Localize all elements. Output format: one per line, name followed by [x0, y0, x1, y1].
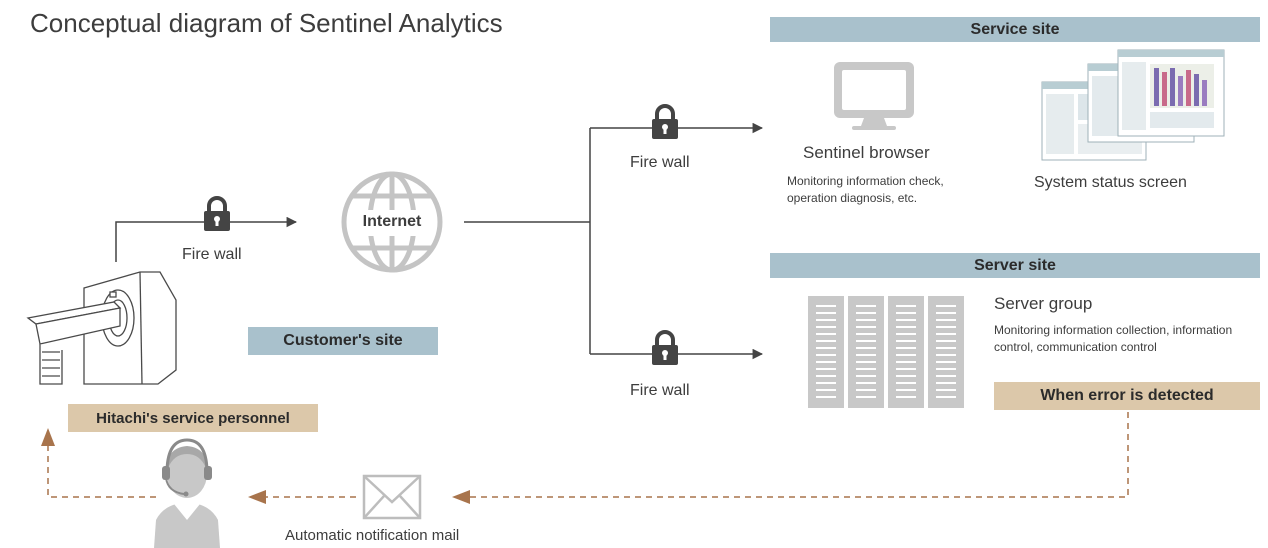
- mri-scanner-icon: [26, 271, 177, 385]
- arrowhead-to-mail: [452, 490, 470, 504]
- sentinel-browser-label: Sentinel browser: [803, 143, 930, 162]
- lock-icon: [652, 330, 678, 365]
- mail-icon: [362, 474, 422, 520]
- service-site-header: Service site: [770, 17, 1260, 42]
- lock-icon: [652, 104, 678, 139]
- service-personnel-badge: Hitachi's service personnel: [68, 404, 318, 432]
- error-detected-badge: When error is detected: [994, 382, 1260, 410]
- automatic-mail-label: Automatic notification mail: [285, 527, 460, 544]
- notification-path: [47, 412, 1129, 498]
- operator-headset-icon: [154, 438, 220, 548]
- server-site-header: Server site: [770, 253, 1260, 278]
- arrowhead-to-personnel: [248, 490, 266, 504]
- page-title: Conceptual diagram of Sentinel Analytics: [30, 8, 503, 38]
- system-status-screen-label: System status screen: [1034, 174, 1187, 191]
- customer-to-internet-line: [115, 216, 298, 262]
- sentinel-browser-description: Monitoring information check, operation …: [787, 174, 944, 205]
- monitor-icon: [834, 62, 914, 130]
- notification-arrowheads: [41, 428, 470, 504]
- firewall-label-customer: Fire wall: [182, 246, 242, 263]
- status-screen-image: [1041, 49, 1225, 161]
- internet-label-bg: [354, 210, 430, 236]
- internet-label: Internet: [362, 213, 422, 230]
- firewall-label-service: Fire wall: [630, 154, 690, 171]
- firewall-label-server: Fire wall: [630, 382, 690, 399]
- server-rack-slots: [816, 305, 956, 398]
- customer-site-badge: Customer's site: [248, 327, 438, 355]
- arrowhead-up: [41, 428, 55, 446]
- server-group-description: Monitoring information collection, infor…: [994, 323, 1233, 354]
- lock-icon: [204, 196, 230, 231]
- server-group-label: Server group: [994, 294, 1093, 313]
